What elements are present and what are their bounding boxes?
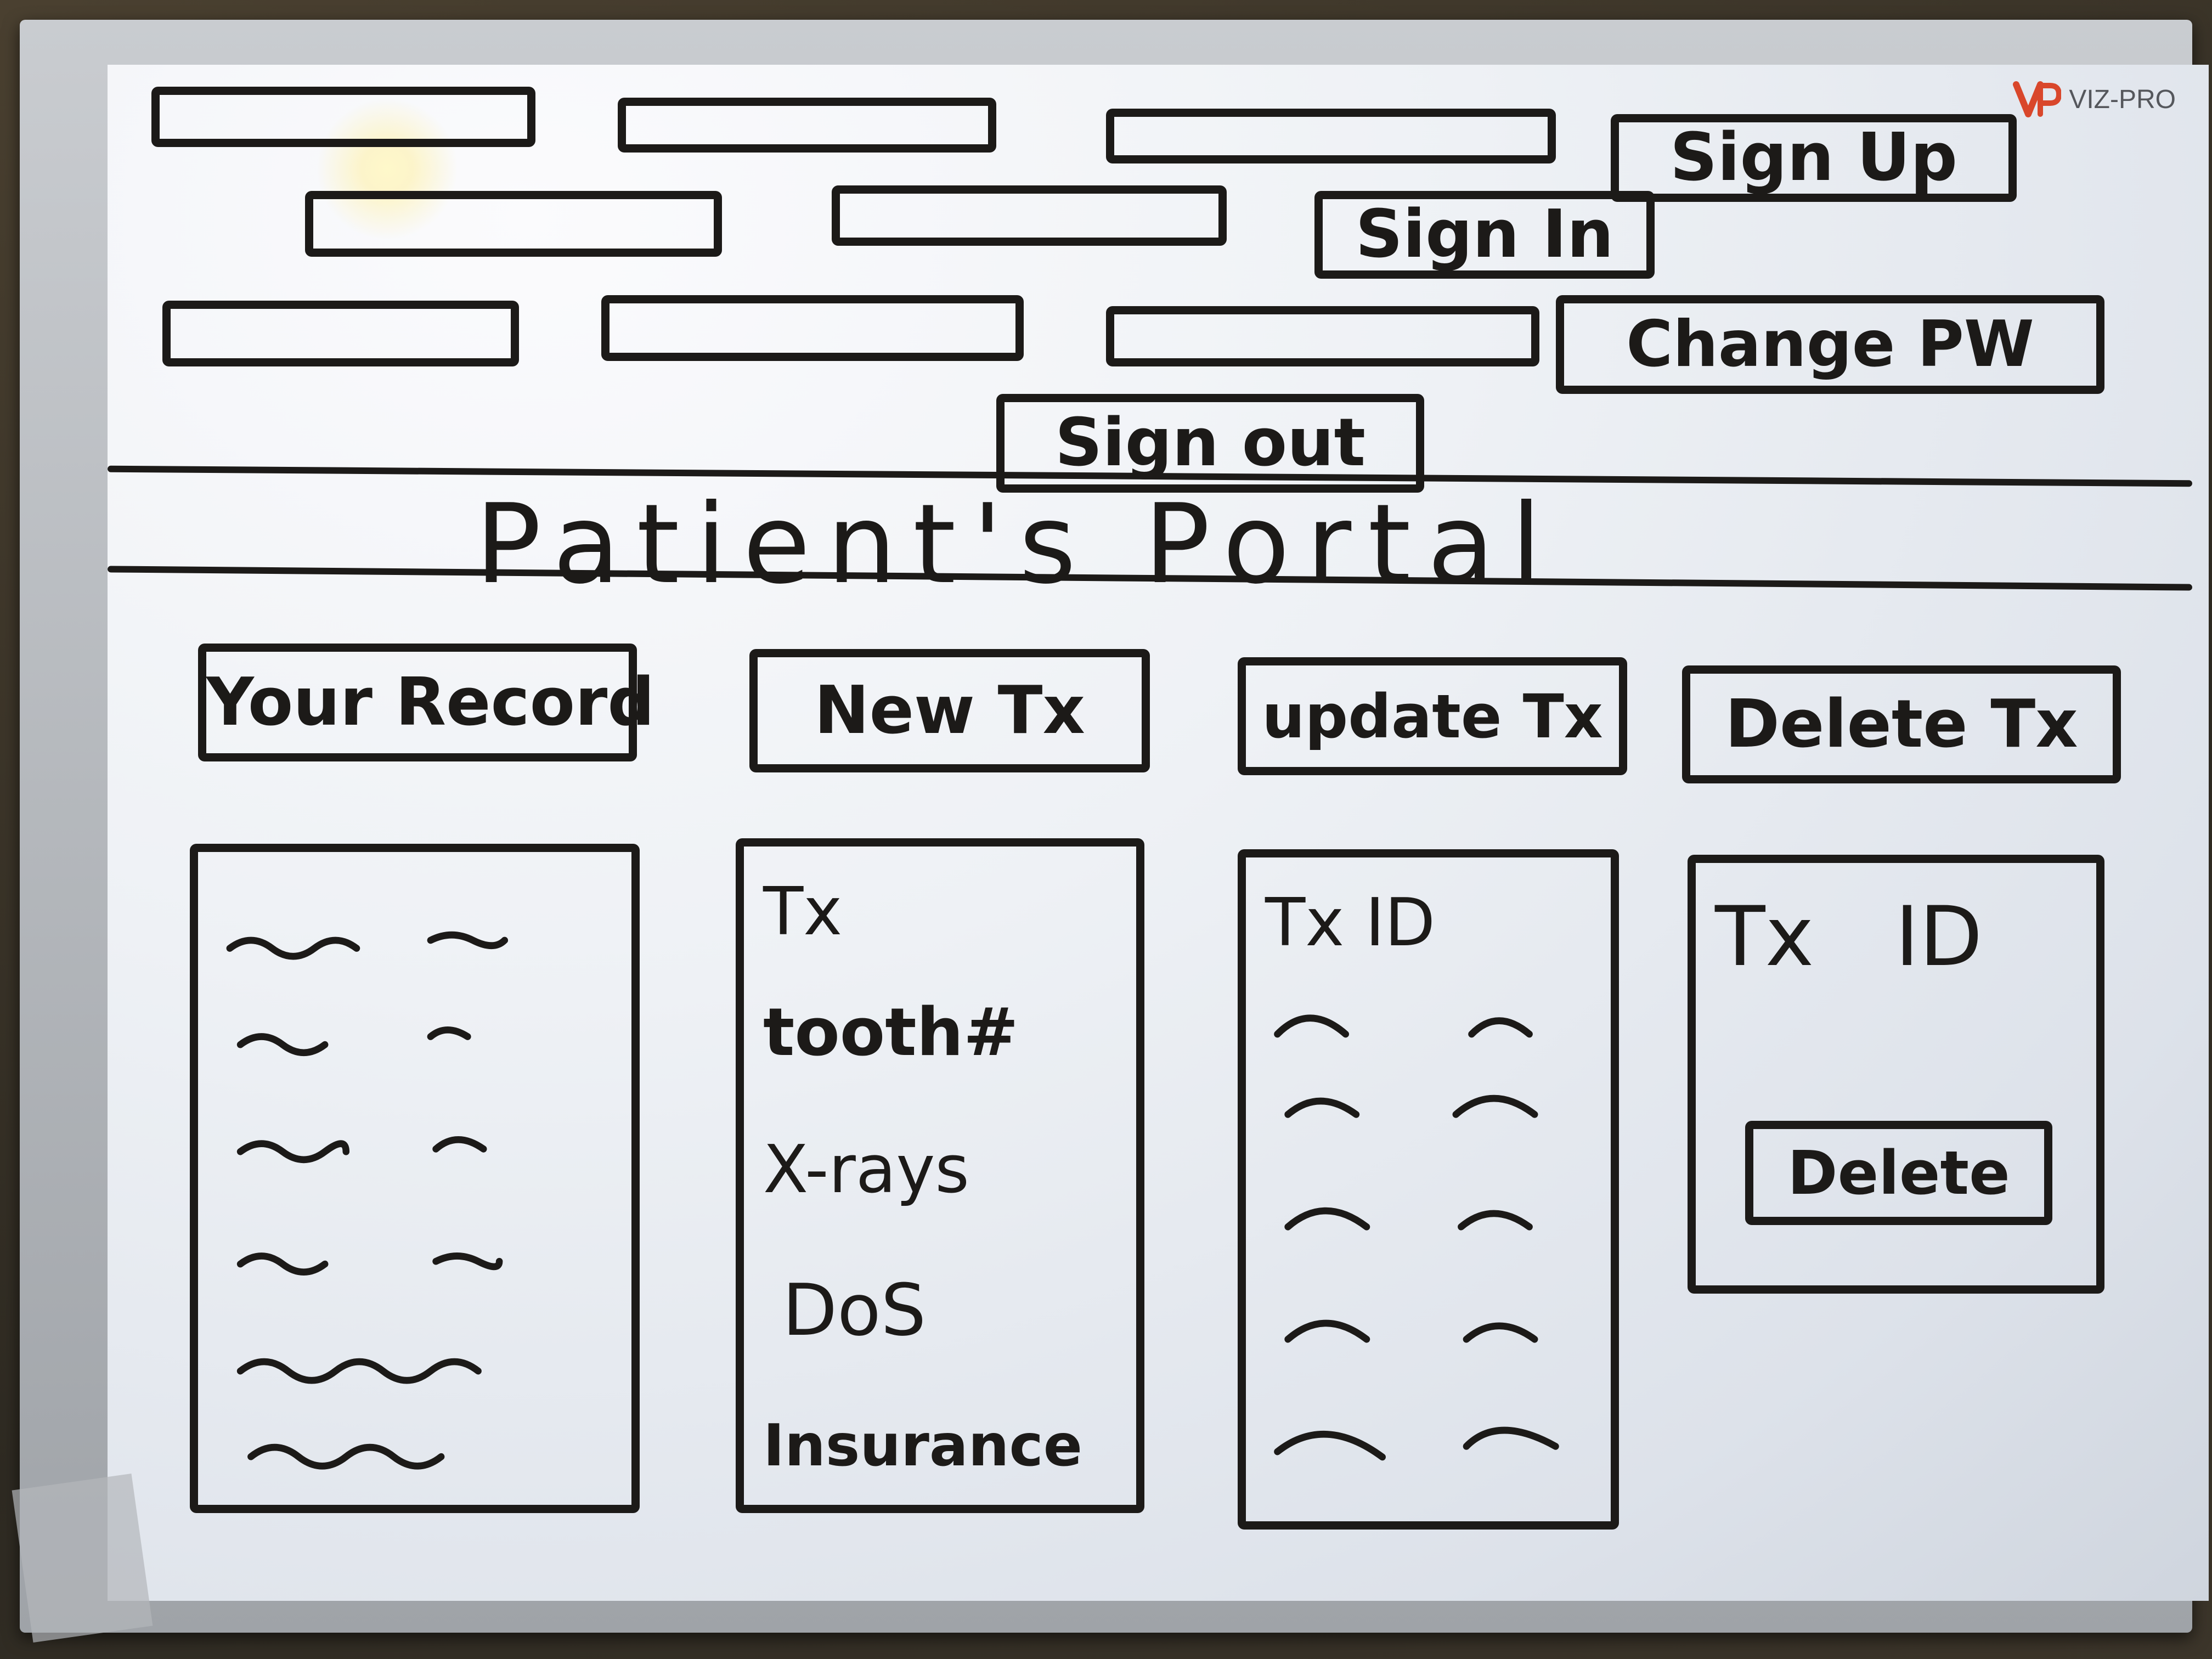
tab-update-tx[interactable]: update Tx [1238,657,1627,775]
sign-up-button[interactable]: Sign Up [1611,114,2017,202]
panel-update-tx: Tx ID [1238,849,1619,1530]
tab-your-record[interactable]: Your Record [198,644,655,761]
page-title: Patient's Portal [475,481,1558,608]
panel-your-record [190,844,640,1513]
header-field-6[interactable] [162,301,519,366]
whiteboard-frame: VIZ-PRO Sign Up Sign In Change PW Sign [20,20,2209,1633]
update-tx-placeholder-lines [1274,1014,1559,1461]
tab-new-tx[interactable]: New Tx [749,649,1150,772]
header-field-4[interactable] [305,191,722,257]
new-tx-field-insurance: Insurance [763,1412,1082,1479]
tab-update-tx-label: update Tx [1262,681,1603,752]
header-field-3[interactable] [1106,109,1556,163]
sign-out-label: Sign out [1055,405,1365,481]
delete-tx-header: Tx ID [1715,889,1983,985]
new-tx-field-tooth: tooth# [763,995,1019,1071]
whiteboard-sketch: VIZ-PRO Sign Up Sign In Change PW Sign [108,65,2209,1601]
tab-delete-tx-label: Delete Tx [1725,686,2078,763]
tab-your-record-label: Your Record [206,664,655,741]
new-tx-field-xrays: X-rays [763,1132,969,1208]
delete-button-label: Delete [1787,1138,2010,1208]
change-pw-button[interactable]: Change PW [1556,295,2104,394]
sign-out-button[interactable]: Sign out [996,394,1424,493]
sign-in-button[interactable]: Sign In [1314,191,1655,279]
header-field-2[interactable] [618,98,996,153]
tab-new-tx-label: New Tx [814,672,1085,749]
update-tx-header: Tx ID [1265,885,1436,961]
new-tx-field-tx: Tx [763,874,843,950]
change-pw-label: Change PW [1626,307,2034,381]
delete-button[interactable]: Delete [1745,1121,2052,1225]
brand: VIZ-PRO [2012,80,2176,119]
panel-new-tx: Tx tooth# X-rays DoS Insurance [736,838,1144,1513]
tab-delete-tx[interactable]: Delete Tx [1682,665,2121,783]
header-field-8[interactable] [1106,306,1539,366]
record-placeholder-lines [226,931,509,1470]
panel-delete-tx: Tx ID Delete [1688,855,2104,1294]
header-field-7[interactable] [601,295,1024,361]
sign-in-label: Sign In [1355,196,1614,273]
vp-logo-icon [2013,81,2062,117]
corner-tape [12,1474,153,1643]
header-field-1[interactable] [151,87,535,147]
new-tx-field-dos: DoS [782,1268,927,1352]
brand-name: VIZ-PRO [2069,84,2176,114]
header-field-5[interactable] [832,185,1227,246]
sign-up-label: Sign Up [1669,120,1957,196]
